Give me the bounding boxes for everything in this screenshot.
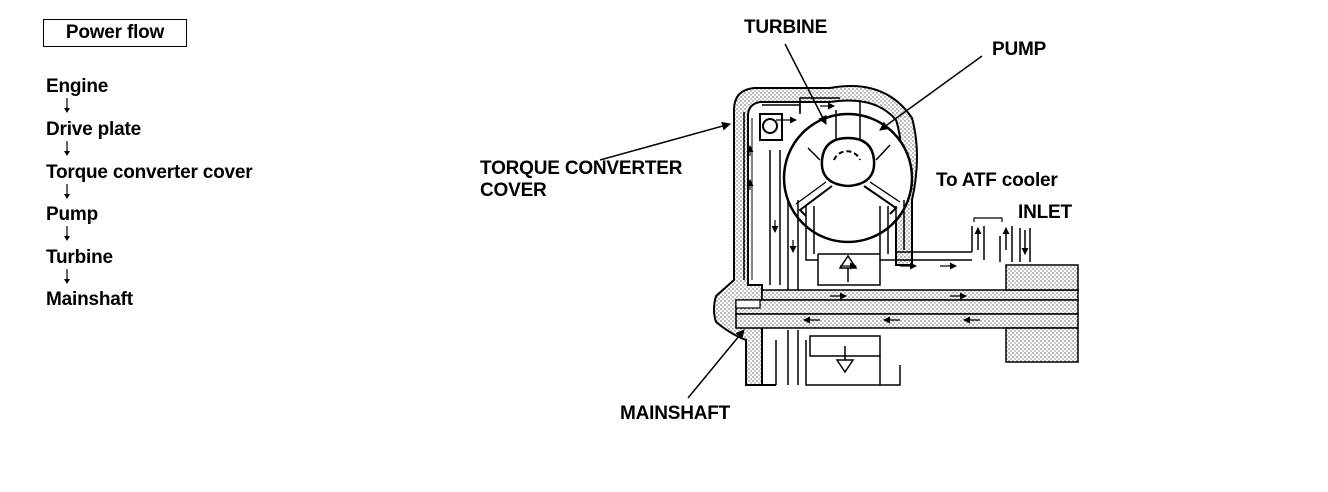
torque-converter-cover-shape [713, 85, 918, 386]
flow-step-drive-plate: Drive plate [46, 119, 141, 140]
flow-step-engine: Engine [46, 76, 109, 97]
power-flow-title: Power flow [43, 19, 187, 47]
inlet-label: INLET [1018, 202, 1072, 223]
fluid-passages [769, 150, 972, 290]
flow-step-pump: Pump [46, 204, 98, 225]
flow-step-turbine: Turbine [46, 247, 113, 268]
torque-converter-cover-label-line2: COVER [480, 180, 547, 201]
leader-lines [599, 43, 983, 399]
mainshaft-label: MAINSHAFT [620, 403, 731, 424]
flow-step-mainshaft: Mainshaft [46, 289, 133, 310]
torque-converter-cover-label-line1: TORQUE CONVERTER [480, 158, 683, 179]
atf-cooler-label: To ATF cooler [936, 170, 1058, 191]
down-arrow-icon [64, 141, 70, 156]
atf-pipes [971, 217, 1031, 262]
turbine-label: TURBINE [744, 17, 828, 38]
hub-up-arrow-icon [838, 254, 858, 282]
mainshaft-shape [735, 264, 1079, 386]
down-arrow-icon [64, 226, 70, 241]
flow-step-torque-converter-cover: Torque converter cover [46, 162, 253, 183]
flow-arrows [746, 102, 980, 324]
pump-label: PUMP [992, 39, 1047, 60]
down-arrow-icon [64, 184, 70, 199]
down-arrow-icon [64, 98, 70, 113]
down-arrow-icon [64, 269, 70, 284]
